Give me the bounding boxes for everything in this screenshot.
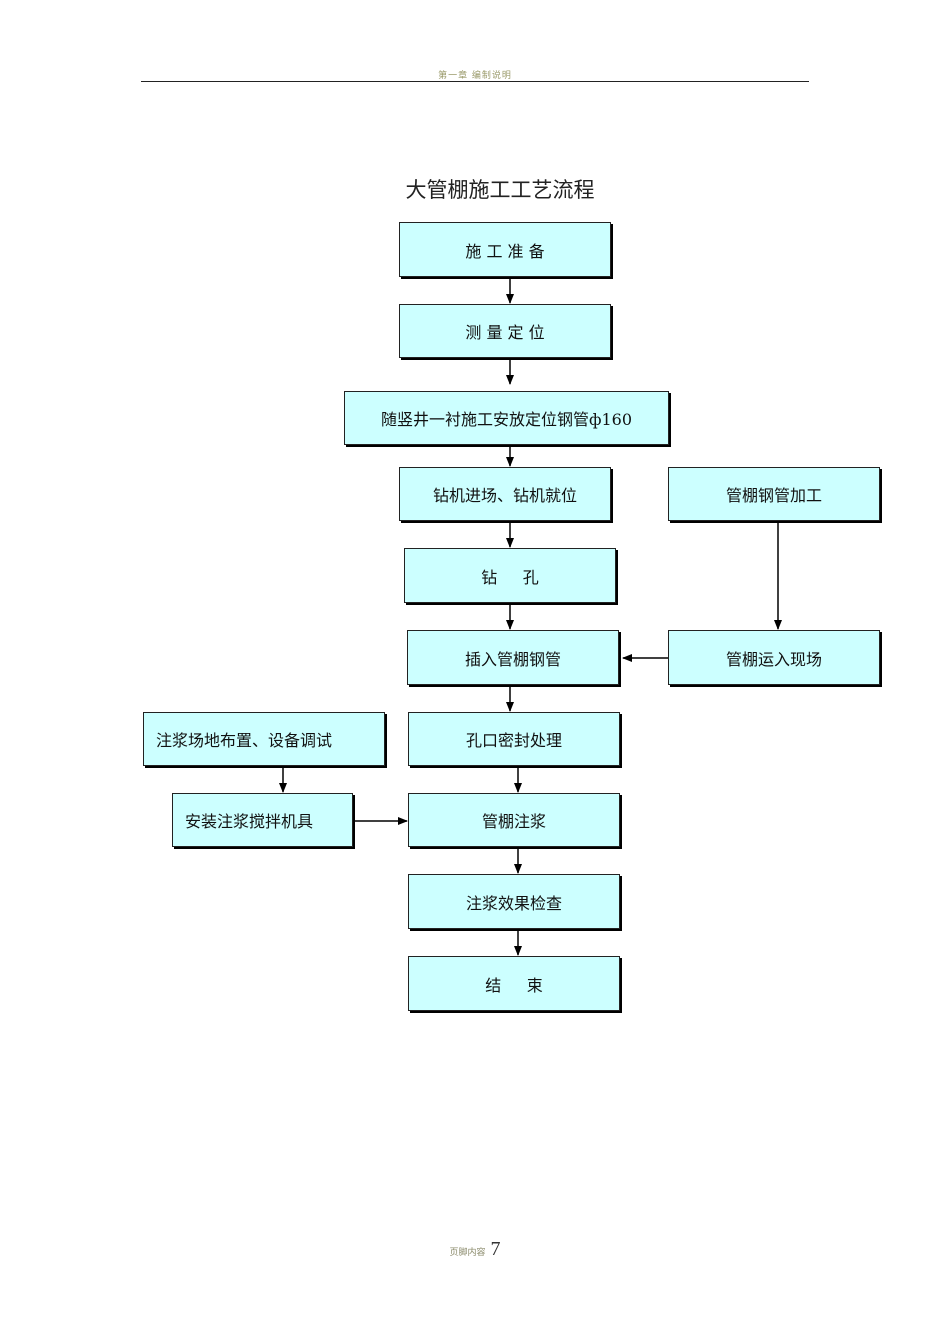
page-footer: 页脚内容 7 [0,1238,950,1261]
step-drilling: 钻 孔 [404,548,616,603]
step-place-positioning-pipe: 随竖井一衬施工安放定位钢管ф160 [344,391,669,445]
step-insert-pipe: 插入管棚钢管 [407,630,619,685]
step-pipe-grouting: 管棚注浆 [408,793,620,847]
step-orifice-sealing: 孔口密封处理 [408,712,620,766]
step-construction-preparation: 施 工 准 备 [399,222,611,277]
header-rule [141,81,809,82]
step-drill-rig-setup: 钻机进场、钻机就位 [399,467,611,521]
step-survey-positioning: 测 量 定 位 [399,304,611,358]
step-pipe-processing: 管棚钢管加工 [668,467,880,521]
step-install-mixer: 安装注浆搅拌机具 [172,793,353,847]
step-grouting-inspection: 注浆效果检查 [408,874,620,929]
flowchart-title: 大管棚施工工艺流程 [405,178,595,202]
page-number: 7 [490,1238,501,1260]
step-end: 结 束 [408,956,620,1011]
step-transport-to-site: 管棚运入现场 [668,630,880,685]
footer-text: 页脚内容 [449,1248,486,1258]
running-header: 第一章 编制说明 [438,71,512,81]
step-grouting-site-setup: 注浆场地布置、设备调试 [143,712,385,766]
